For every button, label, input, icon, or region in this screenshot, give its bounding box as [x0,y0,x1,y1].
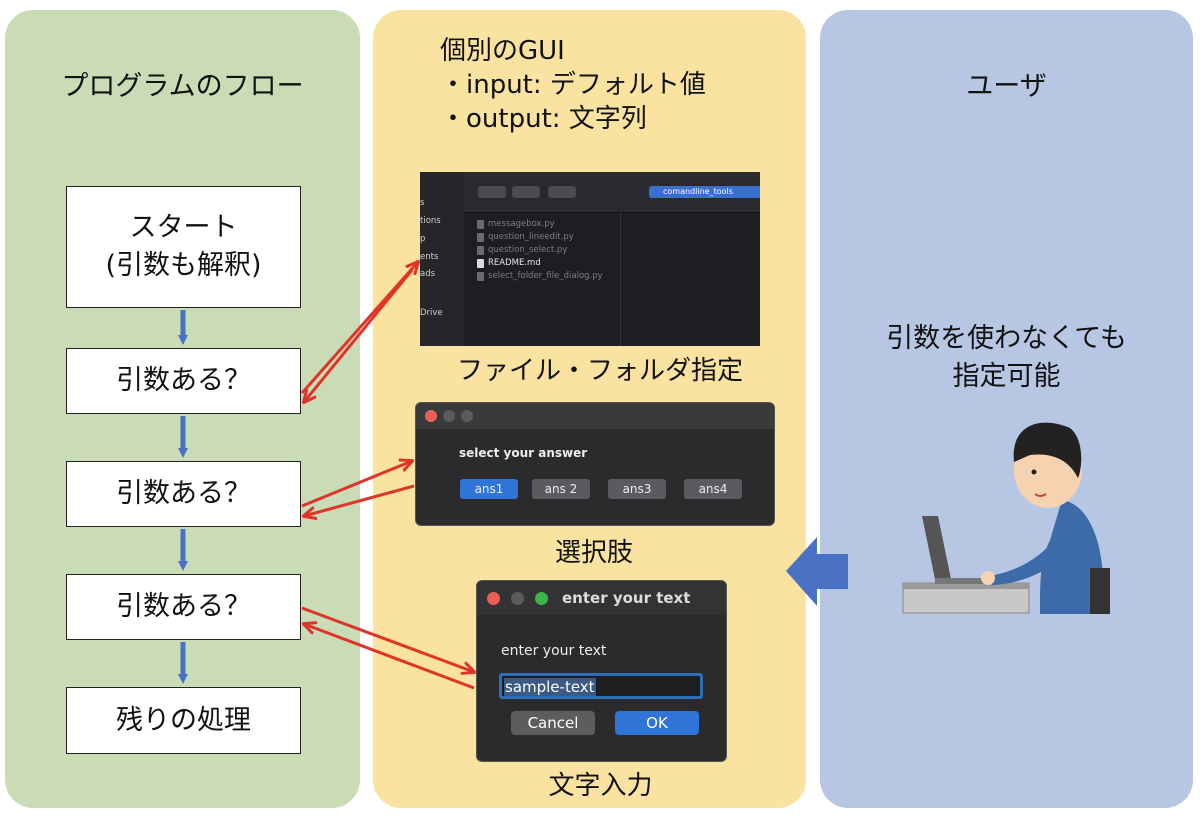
sidebar-item[interactable]: s [420,198,425,208]
choice-caption: 選択肢 [554,538,633,568]
path-popup[interactable]: comandline_tools [649,186,760,198]
user-note: 引数を使わなくても 指定可能 [820,320,1193,396]
close-icon[interactable] [425,410,437,422]
link-arrow-to-choice-dialog [302,461,414,516]
answer-button-3[interactable]: ans3 [608,479,666,499]
user-illustration [902,422,1110,614]
gui-title-line: ・input: デフォルト値 [440,70,706,100]
answer-select-dialog: select your answer ans1 ans 2 ans3 ans4 [415,402,775,526]
user-note-line: 指定可能 [952,361,1061,392]
list-item[interactable]: question_lineedit.py [476,231,603,244]
finder-toolbar: comandline_tools [464,172,760,213]
sidebar-item[interactable]: ads [420,269,436,279]
file-folder-dialog: s tions p ents ads Drive comandline_tool… [420,172,760,346]
flow-start-box: スタート (引数も解釈) [66,186,301,308]
column-divider [620,212,621,346]
user-note-line: 引数を使わなくても [886,323,1127,354]
user-input-arrow [786,537,848,606]
flow-check-box-1: 引数ある？ [66,348,301,414]
flow-title: プログラムのフロー [61,71,304,102]
maximize-icon[interactable] [535,592,548,605]
file-dialog-caption: ファイル・フォルダ指定 [456,356,743,386]
file-list: messagebox.py question_lineedit.py quest… [476,218,603,283]
flow-rest-box: 残りの処理 [66,687,301,754]
ok-button[interactable]: OK [615,711,699,735]
maximize-icon[interactable] [461,410,473,422]
answer-button-1[interactable]: ans1 [460,479,518,499]
back-forward-buttons[interactable] [478,186,506,198]
user-panel [820,10,1193,808]
link-arrow-to-text-dialog [302,606,474,690]
gui-title-line: 個別のGUI [440,36,565,66]
close-icon[interactable] [487,592,500,605]
column-view-button[interactable] [512,186,540,198]
cancel-button[interactable]: Cancel [511,711,595,735]
text-caption: 文字入力 [548,771,653,801]
gui-title-line: ・output: 文字列 [440,104,647,134]
sidebar-item[interactable]: Drive [420,308,443,318]
link-arrow-to-file-dialog [300,262,418,402]
flow-start-label: スタート [129,212,238,243]
flow-start-sublabel: (引数も解釈) [105,250,262,281]
minimize-icon[interactable] [511,592,524,605]
list-item[interactable]: messagebox.py [476,218,603,231]
flow-check-box-3: 引数ある？ [66,574,301,640]
text-prompt: enter your text [501,643,607,659]
list-item-selected[interactable]: README.md [476,257,603,270]
sidebar-item[interactable]: ents [420,252,439,262]
sidebar-item[interactable]: p [420,234,426,244]
minimize-icon[interactable] [443,410,455,422]
user-title: ユーザ [966,71,1047,102]
flow-check-box-2: 引数ある？ [66,461,301,527]
text-input-dialog: enter your text enter your text sample-t… [476,580,727,762]
finder-sidebar: s tions p ents ads Drive [420,172,464,346]
answer-button-4[interactable]: ans4 [684,479,742,499]
dialog-titlebar [416,403,774,429]
gui-title: 個別のGUI ・input: デフォルト値 ・output: 文字列 [440,34,706,136]
group-view-button[interactable] [548,186,576,198]
list-item[interactable]: question_select.py [476,244,603,257]
text-input-field[interactable]: sample-text [499,673,703,699]
text-input-value: sample-text [504,678,596,696]
list-item[interactable]: select_folder_file_dialog.py [476,270,603,283]
answer-prompt: select your answer [459,446,588,460]
answer-button-2[interactable]: ans 2 [532,479,590,499]
sidebar-item[interactable]: tions [420,216,441,226]
dialog-title: enter your text [562,589,691,607]
